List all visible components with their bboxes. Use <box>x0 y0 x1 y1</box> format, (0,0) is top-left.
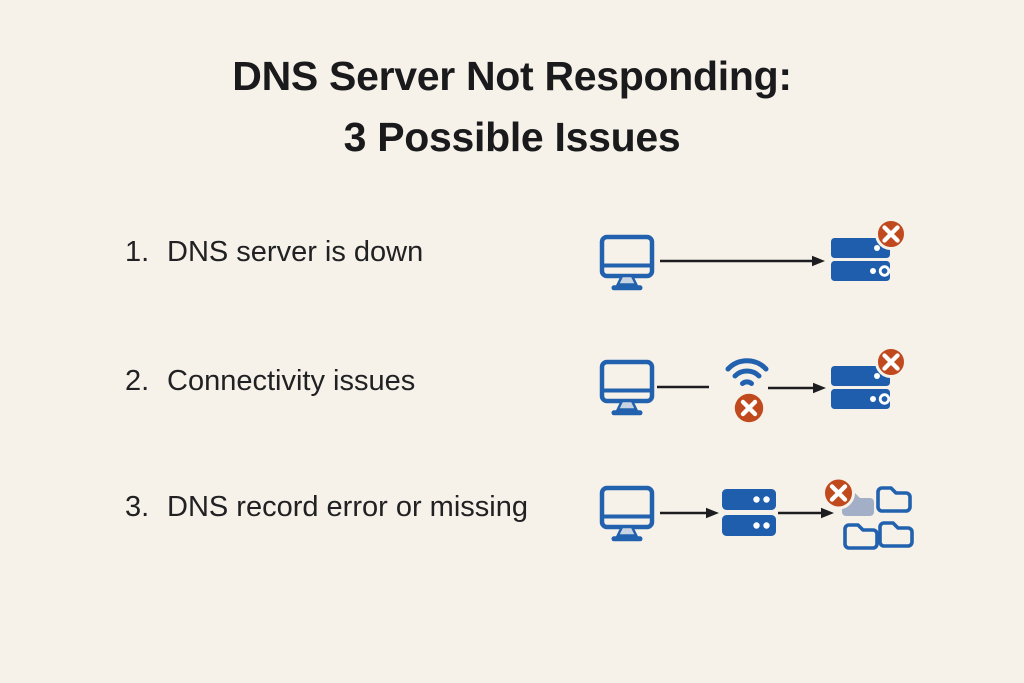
computer-icon <box>598 358 656 416</box>
folder-icon <box>876 486 912 513</box>
computer-icon <box>598 233 656 291</box>
arrow-right-icon <box>768 382 826 394</box>
error-x-icon <box>733 392 765 424</box>
connector-line <box>657 385 709 389</box>
issue-item-1: 1. DNS server is down <box>125 235 423 269</box>
issue-item-2: 2. Connectivity issues <box>125 364 415 398</box>
server-error-icon <box>828 218 908 286</box>
title-line-2: 3 Possible Issues <box>343 114 681 160</box>
folder-icon <box>878 521 914 548</box>
issue-number: 3. <box>125 491 150 523</box>
issue-label: DNS server is down <box>167 236 424 268</box>
folder-icon <box>843 523 879 550</box>
issue-number: 1. <box>125 236 150 268</box>
issue-label: DNS record error or missing <box>167 491 528 523</box>
computer-icon <box>598 484 656 542</box>
server-error-icon <box>828 346 908 414</box>
arrow-right-icon <box>778 507 834 519</box>
folders-error-icon <box>822 476 914 550</box>
arrow-right-icon <box>660 507 719 519</box>
wifi-icon <box>725 358 769 386</box>
page-title: DNS Server Not Responding: 3 Possible Is… <box>0 46 1024 168</box>
arrow-right-icon <box>660 255 825 267</box>
issue-number: 2. <box>125 365 150 397</box>
issue-item-3: 3. DNS record error or missing <box>125 490 528 524</box>
title-line-1: DNS Server Not Responding: <box>232 53 792 99</box>
server-icon <box>720 487 778 540</box>
issue-label: Connectivity issues <box>167 365 416 397</box>
